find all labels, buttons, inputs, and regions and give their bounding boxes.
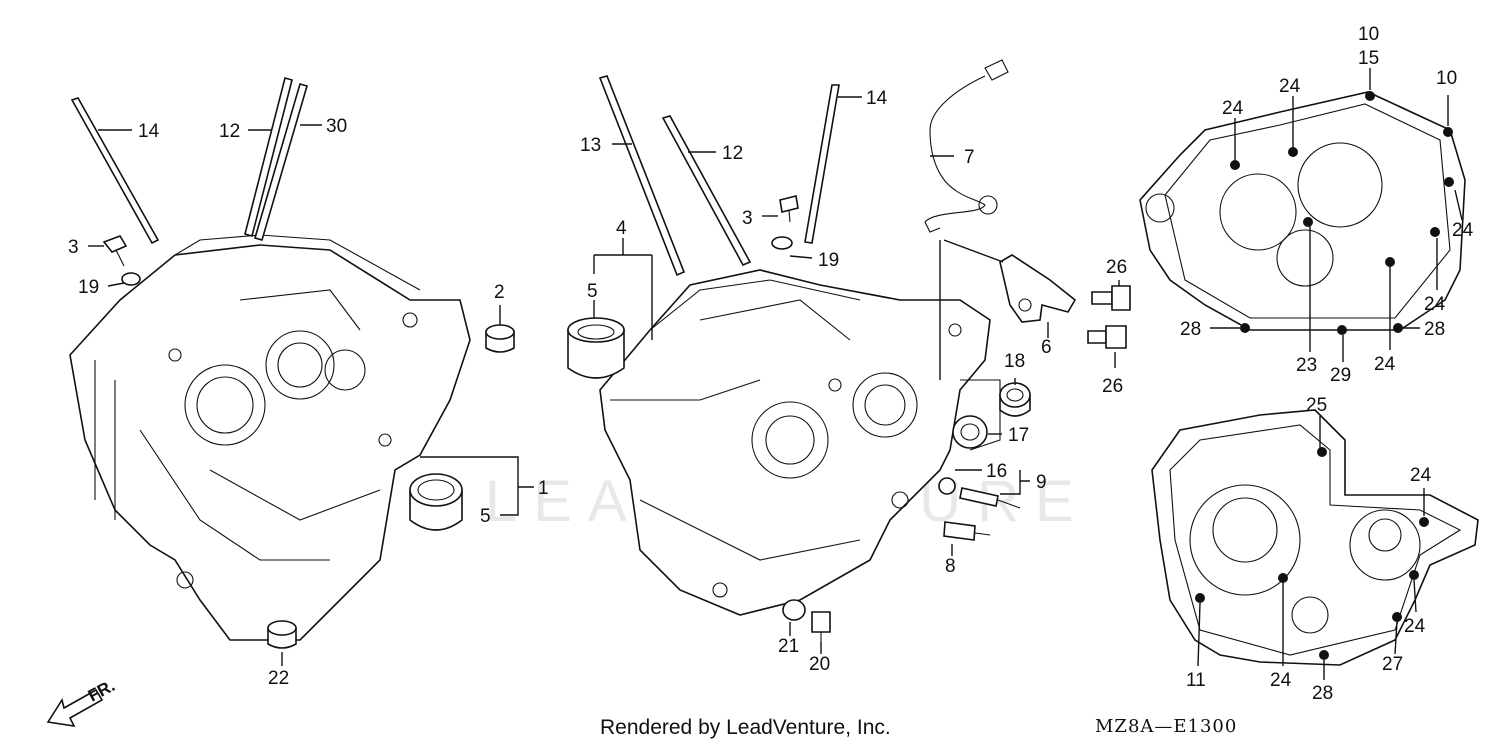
callout-29: 29 <box>1330 365 1351 386</box>
bolt-26-upper[interactable] <box>1091 285 1131 311</box>
callout-26-upper: 26 <box>1106 257 1127 278</box>
callout-18: 18 <box>1004 351 1025 372</box>
callout-24-g: 24 <box>1404 616 1426 637</box>
crankcase-cover-upper[interactable] <box>1139 91 1466 331</box>
switch-9[interactable] <box>959 487 1021 509</box>
crankcase-cover-lower[interactable] <box>1151 409 1479 666</box>
callout-21: 21 <box>778 636 799 657</box>
callout-24-a: 24 <box>1222 98 1244 119</box>
stud-bolt-12-left[interactable] <box>244 77 293 237</box>
callout-24-f: 24 <box>1410 465 1432 486</box>
bearing-5-left[interactable] <box>409 473 463 531</box>
callout-12-left: 12 <box>219 121 240 142</box>
stud-bolt-13[interactable] <box>598 75 686 277</box>
bracket-6[interactable] <box>999 254 1077 323</box>
callout-11: 11 <box>1186 670 1206 691</box>
oil-seal-5-right[interactable] <box>567 317 625 379</box>
callout-27: 27 <box>1382 654 1403 675</box>
callout-16: 16 <box>986 461 1007 482</box>
callout-24-b: 24 <box>1279 76 1301 97</box>
upper-cover-holes <box>1230 91 1454 335</box>
callout-1: 1 <box>538 478 549 499</box>
callout-24-h: 24 <box>1270 670 1292 691</box>
callout-23: 23 <box>1296 355 1317 376</box>
bolt-3-right[interactable] <box>779 195 799 223</box>
bolt-3-left[interactable] <box>102 235 128 267</box>
callout-25: 25 <box>1306 395 1327 416</box>
callout-24-c: 24 <box>1452 220 1474 241</box>
callout-14-right: 14 <box>866 88 888 109</box>
callout-28-a: 28 <box>1180 319 1201 340</box>
callout-28-b: 28 <box>1424 319 1445 340</box>
callout-13: 13 <box>580 135 601 156</box>
callout-5-right: 5 <box>587 281 598 302</box>
callout-labels: 14 12 30 3 19 2 1 5 22 13 12 14 3 19 4 5… <box>68 24 1474 704</box>
callout-3-right: 3 <box>742 208 753 229</box>
footer-credit: Rendered by LeadVenture, Inc. <box>600 716 891 739</box>
callout-19-left: 19 <box>78 277 99 298</box>
washer-19-left[interactable] <box>121 272 141 286</box>
callout-10-top: 10 <box>1358 24 1379 45</box>
callout-2: 2 <box>494 282 505 303</box>
switch-8[interactable] <box>943 521 991 541</box>
diagram-code: MZ8A—E1300 <box>1095 716 1238 737</box>
left-crankcase[interactable] <box>69 234 471 641</box>
callout-20: 20 <box>809 654 830 675</box>
leader-lines <box>88 68 1463 680</box>
callout-6: 6 <box>1041 337 1052 358</box>
bolt-26-lower[interactable] <box>1087 325 1127 349</box>
callout-7: 7 <box>964 147 975 168</box>
callout-14-left: 14 <box>138 121 160 142</box>
stud-bolt-30[interactable] <box>254 83 308 241</box>
dowel-pin-2[interactable] <box>485 324 515 353</box>
dowel-pin-22[interactable] <box>267 620 297 649</box>
callout-4: 4 <box>616 218 627 239</box>
callout-26-lower: 26 <box>1102 376 1123 397</box>
oil-seal-17[interactable] <box>952 415 988 449</box>
stud-bolt-12-right[interactable] <box>661 115 752 267</box>
front-direction-arrow-icon: FR. <box>46 676 118 728</box>
callout-24-d: 24 <box>1424 294 1446 315</box>
callout-5-left: 5 <box>480 506 491 527</box>
bolt-20[interactable] <box>811 611 831 642</box>
washer-21[interactable] <box>782 599 806 621</box>
bearing-18[interactable] <box>999 382 1031 417</box>
callout-19-right: 19 <box>818 250 839 271</box>
washer-16[interactable] <box>938 477 956 495</box>
callout-15: 15 <box>1358 48 1379 69</box>
lower-cover-holes <box>1195 447 1429 660</box>
callout-10-right: 10 <box>1436 68 1457 89</box>
callout-22: 22 <box>268 668 289 689</box>
washer-19-right[interactable] <box>771 236 793 250</box>
callout-30: 30 <box>326 116 347 137</box>
wire-harness-7[interactable] <box>924 59 1009 233</box>
stud-bolt-14-left[interactable] <box>70 97 160 245</box>
callout-28-c: 28 <box>1312 683 1333 704</box>
callout-3-left: 3 <box>68 237 79 258</box>
callout-9: 9 <box>1036 472 1047 493</box>
callout-8: 8 <box>945 556 956 577</box>
callout-12-right: 12 <box>722 143 743 164</box>
stud-bolt-14-right[interactable] <box>804 84 840 244</box>
callout-17: 17 <box>1008 425 1029 446</box>
callout-24-e: 24 <box>1374 354 1396 375</box>
